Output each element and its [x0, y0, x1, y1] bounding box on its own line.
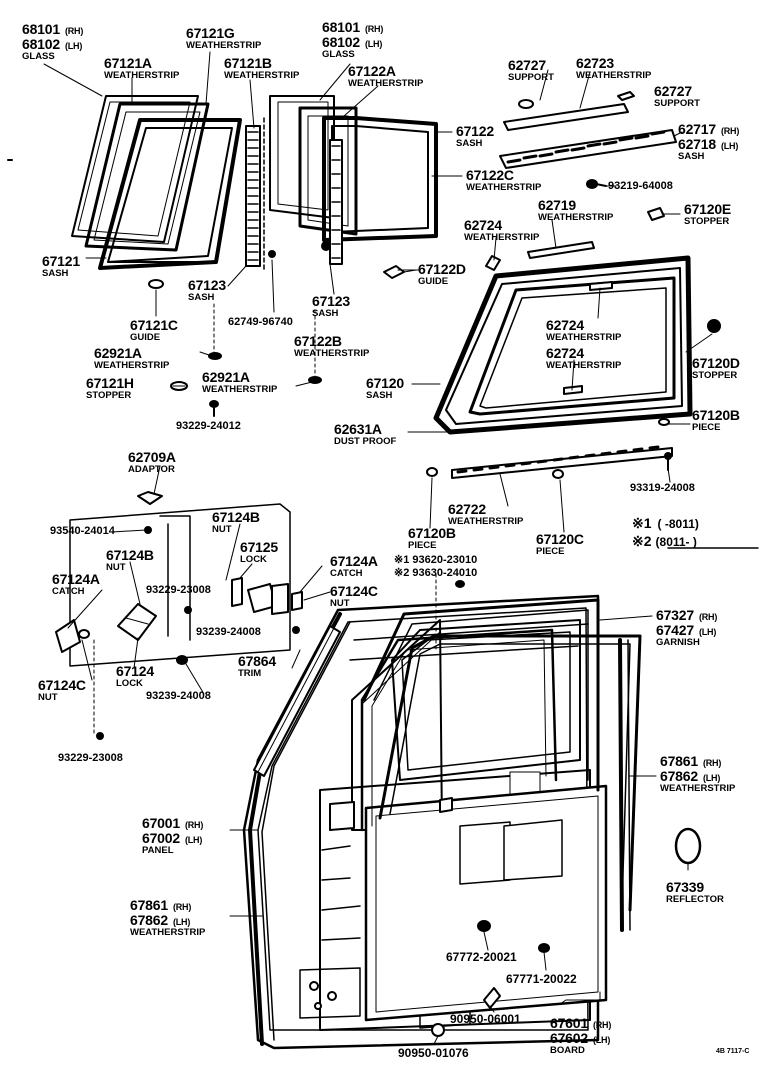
- vent-glass-left: [71, 95, 199, 243]
- lock-hardware: [55, 491, 465, 740]
- label-93239-24008-low: 93239-24008: [146, 690, 211, 702]
- leader-lines: [43, 51, 713, 1045]
- label-90950-01076: 90950-01076: [398, 1046, 469, 1060]
- label-93229-23008-mid: 93229-23008: [146, 584, 211, 596]
- label-93630-24010: ※2 93630-24010: [394, 567, 478, 579]
- reference-code: 4B 7117-C: [716, 1048, 750, 1055]
- screw-93219: [586, 179, 607, 189]
- garnish-67327-frame: [378, 634, 642, 912]
- label-67601: 67601(RH) 67602(LH) BOARD: [550, 1015, 612, 1056]
- reflector-67339-disc: [674, 827, 702, 865]
- door-trim-board-67601: [364, 784, 608, 1022]
- trim-67864-strip: [253, 625, 341, 777]
- label-90950-06001: 90950-06001: [450, 1012, 521, 1026]
- label-67771-20022: 67771-20022: [506, 972, 577, 986]
- label-93229-23008-low: 93229-23008: [58, 752, 123, 764]
- label-93229-24012: 93229-24012: [176, 420, 241, 432]
- vent-hardware-left: [148, 279, 322, 417]
- weatherstrip-62723-strip: [503, 91, 635, 131]
- label-93239-24008-mid: 93239-24008: [196, 626, 261, 638]
- quarter-sash-67120: [433, 255, 721, 435]
- note-2: ※2(8011- ): [632, 533, 697, 549]
- weatherstrip-67861-right-seal: [618, 638, 631, 932]
- door-small-fasteners: [431, 920, 550, 1037]
- label-93540-24014: 93540-24014: [50, 525, 115, 537]
- label-62717: 62717(RH) 62718(LH) SASH: [678, 121, 740, 162]
- vent-sash-channel-67123-left: [245, 117, 276, 271]
- label-67772-20021: 67772-20021: [446, 950, 517, 964]
- vent-weatherstrip-67121A: [84, 102, 210, 252]
- label-67327: 67327(RH) 67427(LH) GARNISH: [656, 607, 718, 648]
- weatherstrip-62719-strip: [485, 207, 665, 271]
- label-62749: 62749-96740: [228, 316, 293, 328]
- label-glass-left: 68101(RH) 68102(LH) GLASS: [22, 21, 84, 62]
- weatherstrip-62722-rail: [426, 445, 673, 479]
- label-93319-24008: 93319-24008: [630, 482, 695, 494]
- label-67861-right: 67861(RH) 67862(LH) WEATHERSTRIP: [660, 753, 736, 794]
- vent-hardware-right: [383, 265, 421, 279]
- note-1: ※1( -8011): [632, 515, 699, 531]
- vent-sash-67121: [98, 118, 242, 270]
- label-67861-left: 67861(RH) 67862(LH) WEATHERSTRIP: [130, 897, 206, 938]
- label-67001: 67001(RH) 67002(LH) PANEL: [142, 815, 204, 856]
- label-93219-64008: 93219-64008: [608, 180, 673, 192]
- label-93620-23010: ※1 93620-23010: [394, 554, 478, 566]
- sash-62717-rail: [499, 129, 677, 169]
- vent-sash-channel-67123-right: [321, 139, 343, 265]
- door-window-frame: [360, 598, 600, 832]
- label-glass-right: 68101(RH) 68102(LH) GLASS: [322, 19, 384, 60]
